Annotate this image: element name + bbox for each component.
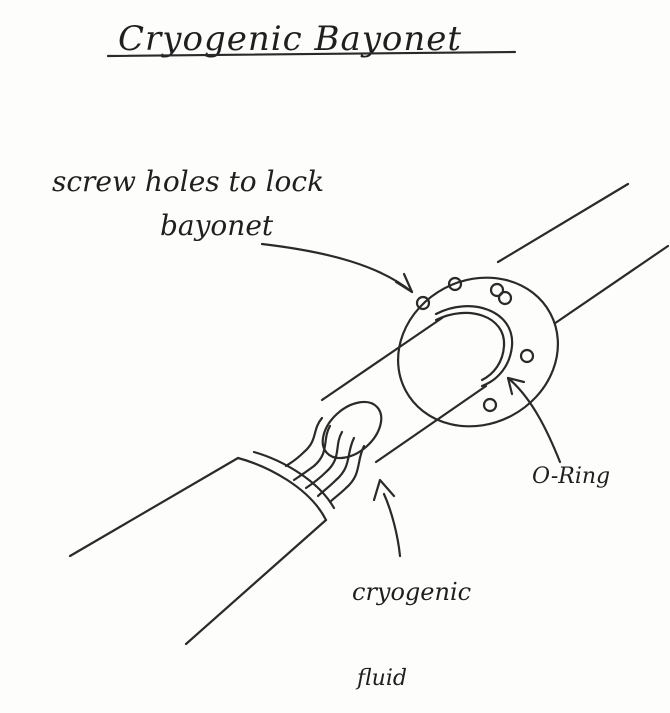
tube-end-ring xyxy=(312,391,392,469)
cryogenic-fluid-label-line2: fluid xyxy=(357,668,407,690)
title-underline xyxy=(108,52,515,56)
fluid-wisp xyxy=(286,418,322,466)
screw-holes-label-line2: bayonet xyxy=(160,212,273,240)
screw-holes-arrow xyxy=(262,244,412,292)
cryogenic-fluid-arrowhead xyxy=(374,480,394,500)
cryogenic-fluid-arrow xyxy=(384,494,400,556)
near-pipe-lower-edge xyxy=(186,520,326,644)
far-pipe-lower-edge xyxy=(548,246,668,328)
o-ring-label: O-Ring xyxy=(532,466,610,488)
cryogenic-fluid-label: cryogenic xyxy=(352,580,471,604)
screw-holes-label: screw holes to lock xyxy=(52,168,324,196)
far-pipe-upper-edge xyxy=(498,184,628,262)
flange xyxy=(372,250,584,454)
near-pipe-upper-edge xyxy=(70,458,238,556)
screw-holes-arrowhead xyxy=(396,274,412,292)
fluid-wisp xyxy=(330,446,364,502)
